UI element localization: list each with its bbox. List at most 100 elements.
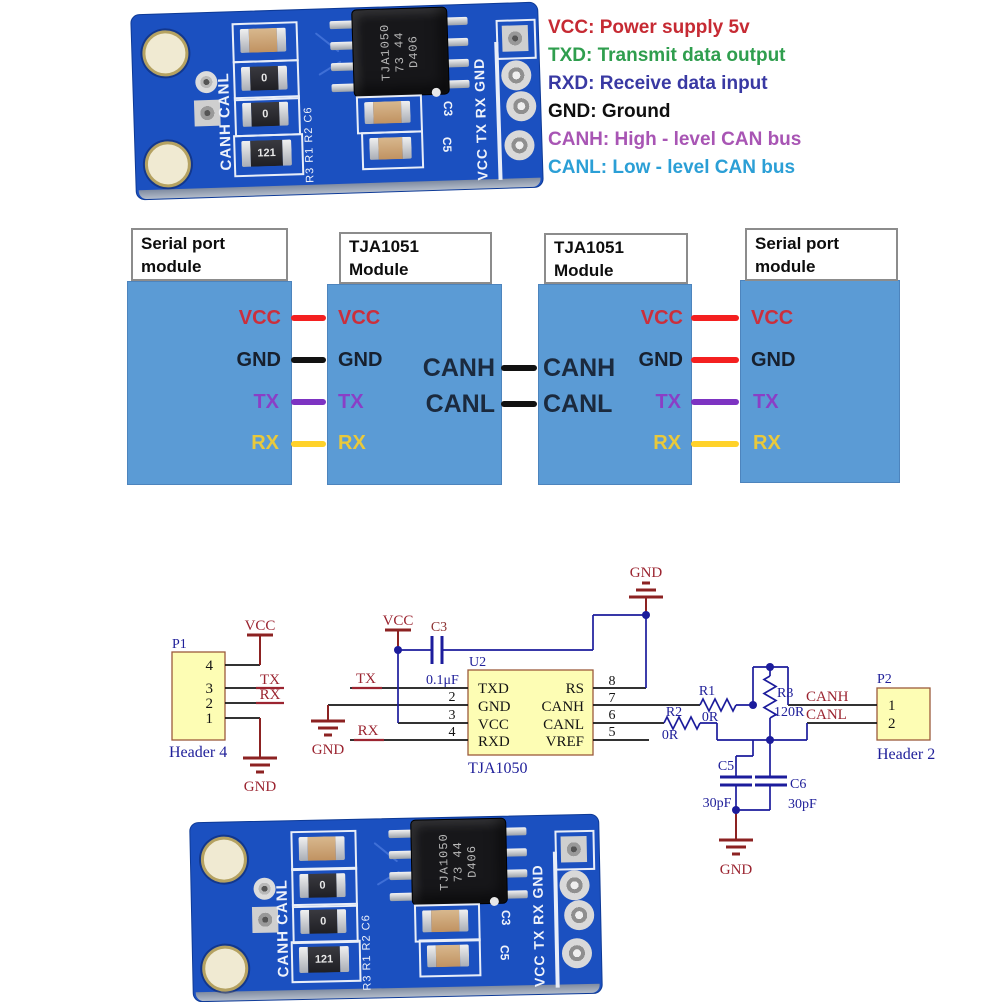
module-box-serial-right: VCC GND TX RX [740, 280, 900, 483]
capacitor-body [307, 836, 336, 861]
capacitor-body [431, 909, 460, 933]
net-vcc-p1: VCC [245, 618, 276, 634]
p1-pin1: 1 [206, 711, 214, 727]
u2-pin-vcc: VCC [478, 717, 509, 733]
r1-designator: R1 [699, 684, 715, 699]
rx-pad [559, 869, 590, 901]
smd-capacitor [298, 836, 345, 862]
net-vcc-u2: VCC [383, 613, 414, 629]
pcb-photo-bottom: CANH CANL 0 0 121 R3 R1 R2 C6 TJA1050 73… [189, 813, 603, 1002]
p2-pin1: 1 [888, 698, 896, 714]
p2-designator: P2 [877, 672, 892, 687]
resistor-marking: 0 [309, 909, 338, 934]
pin-label-tx: TX [253, 391, 279, 413]
u2-pin-canl: CANL [543, 717, 584, 733]
chip-pin [388, 850, 413, 860]
module-title-tja-right: TJA1051 Module [544, 233, 688, 284]
c6-value: 30pF [788, 797, 817, 812]
chip-pin [389, 892, 414, 902]
p2-name: Header 2 [877, 746, 935, 763]
net-tx-u2: TX [356, 671, 376, 687]
u2-num-4: 4 [449, 725, 456, 740]
solder-pad [426, 945, 437, 968]
routing-wires [397, 614, 808, 811]
resistor-marking: 0 [308, 873, 337, 898]
u2-num-3: 3 [449, 708, 456, 723]
resistors [663, 675, 778, 731]
solder-pad [298, 836, 308, 862]
solder-pad [299, 873, 309, 899]
net-gnd-top: GND [630, 565, 663, 581]
u2-num-7: 7 [609, 691, 616, 706]
pin-label-vcc: VCC [640, 307, 683, 329]
pin-label-canh: CANH [543, 354, 616, 382]
net-gnd-bottom: GND [720, 862, 753, 878]
pin-label-rx: RX [251, 432, 279, 454]
component-bodies [171, 651, 931, 756]
p1-pin4: 4 [206, 658, 214, 674]
u2-pin-gnd: GND [478, 699, 511, 715]
title-line1: TJA1051 Module [349, 237, 419, 279]
pin-label-vcc: VCC [238, 307, 281, 329]
wire-tx-left [291, 399, 326, 405]
u2-pin-rs: RS [566, 681, 584, 697]
capacitors [430, 636, 787, 787]
resistor-r3 [762, 675, 778, 719]
c6-designator: C6 [790, 777, 806, 792]
p1-pin3: 3 [206, 681, 214, 697]
c5-silkscreen: C5 [497, 944, 512, 961]
legend-item-vcc: VCC: Power supply 5v [548, 17, 750, 38]
title-line2: module [755, 256, 816, 276]
p1-designator: P1 [172, 637, 187, 652]
c3-designator: C3 [431, 620, 447, 635]
u2-part-number: TJA1050 [468, 760, 528, 777]
pin-label-tx: TX [655, 391, 681, 413]
pin-label-gnd: GND [751, 349, 796, 371]
u2-designator: U2 [469, 655, 486, 670]
module-title-serial-right: Serial port module [745, 228, 898, 281]
wire-vcc-left [291, 315, 326, 321]
wire-rx-left [291, 441, 326, 447]
solder-pad [337, 909, 347, 934]
c5-designator: C5 [718, 759, 734, 774]
net-tx-p1: TX [260, 672, 280, 688]
r3-value: 120R [774, 705, 805, 720]
module-title-serial-left: Serial port module [131, 228, 288, 281]
p1-pin2: 2 [206, 696, 214, 712]
net-canl: CANL [806, 707, 847, 723]
module-box-tja-right: CANH CANL VCC GND TX RX [538, 284, 692, 485]
pin-label-vcc: VCC [751, 307, 794, 329]
chip-marking-line3: D406 [464, 844, 480, 878]
legend-item-gnd: GND: Ground [548, 101, 671, 122]
tx-pad [563, 899, 595, 931]
solder-pad [335, 836, 345, 861]
solder-pad [459, 909, 469, 932]
pin-label-tx: TX [338, 391, 364, 413]
smd-resistor-121: 121 [298, 945, 350, 974]
solder-pad [339, 945, 350, 973]
net-rx-u2: RX [358, 723, 379, 739]
resistor-marking: 121 [307, 946, 341, 973]
net-gnd-p1: GND [244, 779, 277, 795]
resistor-r2 [663, 715, 701, 731]
legend-item-txd: TXD: Transmit data output [548, 45, 786, 66]
legend-item-canl: CANL: Low - level CAN bus [548, 157, 796, 178]
solder-pad [459, 944, 470, 967]
u2-pin-txd: TXD [478, 681, 509, 697]
wire-tx-right [691, 399, 739, 405]
u2-pin-vref: VREF [546, 734, 584, 750]
module-box-serial-left: VCC GND TX RX [127, 281, 292, 485]
pin-label-gnd: GND [338, 349, 383, 371]
u2-pin-canh: CANH [541, 699, 584, 715]
title-line1: TJA1051 Module [554, 237, 624, 280]
c3-value: 0.1μF [426, 673, 459, 688]
pin-label-rx: RX [653, 432, 681, 454]
mounting-hole [200, 836, 248, 884]
net-rx-p1: RX [260, 687, 281, 703]
module-title-tja-left: TJA1051 Module [339, 232, 492, 284]
wire-canl [501, 401, 537, 407]
mounting-hole [201, 945, 249, 993]
title-line1: Serial port [141, 233, 226, 253]
module-box-tja-left: VCC GND TX RX CANH CANL [327, 284, 502, 485]
